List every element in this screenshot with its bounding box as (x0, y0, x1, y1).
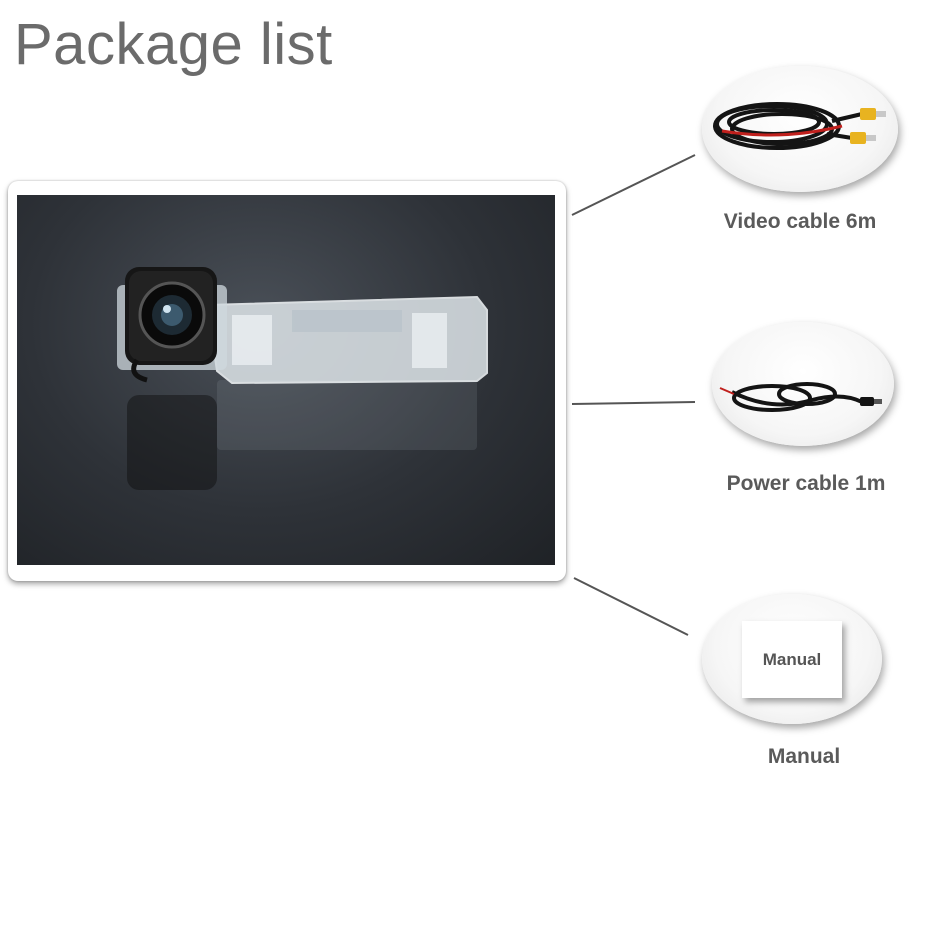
power-cable-icon (719, 382, 882, 412)
camera-photo-frame (8, 181, 566, 581)
manual-card-text: Manual (762, 649, 822, 669)
page-title: Package list (14, 12, 333, 77)
video-cable-circle (702, 66, 898, 192)
camera-photo (17, 195, 555, 565)
connector-line-video (571, 154, 696, 216)
manual-label: Manual (767, 745, 841, 768)
video-cable-icon (713, 102, 886, 150)
camera-illustration (117, 267, 488, 490)
manual-circle: Manual (702, 594, 882, 724)
video-cable-label: Video cable 6m (723, 210, 877, 233)
manual-icon: Manual (742, 621, 842, 698)
connector-line-power (571, 401, 696, 405)
camera-icon (125, 267, 217, 383)
power-cable-circle (712, 322, 894, 446)
connector-line-manual (573, 577, 689, 636)
power-cable-label: Power cable 1m (726, 472, 886, 495)
